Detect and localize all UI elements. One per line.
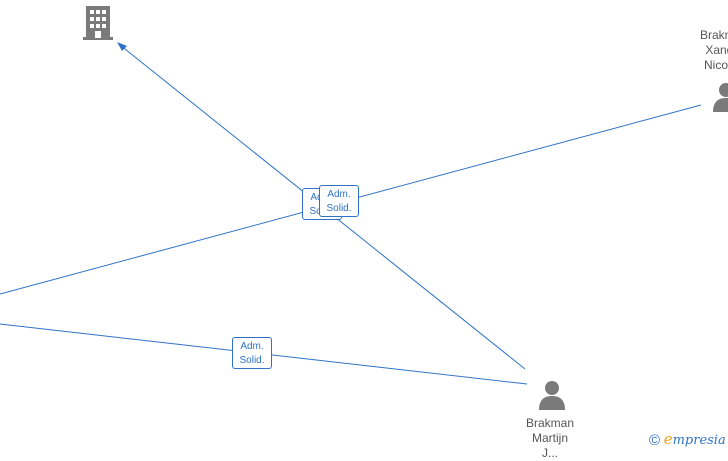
- edge-arrowhead: [117, 42, 127, 51]
- node-label-line: Brakm: [700, 28, 728, 42]
- copyright-symbol: ©: [649, 432, 661, 449]
- node-label-line: Xand: [705, 43, 728, 57]
- brand-initial: e: [663, 430, 673, 448]
- building-icon[interactable]: [83, 6, 113, 40]
- node-label-line: Brakman: [525, 416, 575, 430]
- relation-badge[interactable]: Adm. Solid.: [232, 337, 272, 369]
- brand-name: mpresia: [672, 433, 726, 448]
- relation-badge-line: Solid.: [326, 203, 352, 214]
- node-label-martijn: Brakman Martijn J...: [521, 416, 579, 461]
- node-label-xander: Brakm Xand Nicol: [700, 28, 728, 73]
- relation-badge-line: Adm.: [327, 189, 351, 200]
- relation-badge[interactable]: Adm. Solid.: [319, 185, 359, 217]
- relation-badge-line: Adm.: [240, 341, 264, 352]
- person-icon[interactable]: [538, 380, 566, 410]
- relationship-graph: [0, 42, 702, 385]
- node-label-line: Martijn: [531, 431, 568, 445]
- relation-badge-line: Solid.: [239, 355, 265, 366]
- person-icon[interactable]: [712, 82, 728, 112]
- empresia-watermark[interactable]: © empresia: [649, 430, 726, 449]
- node-label-line: J...: [541, 446, 558, 460]
- node-label-line: Nicol: [704, 58, 728, 72]
